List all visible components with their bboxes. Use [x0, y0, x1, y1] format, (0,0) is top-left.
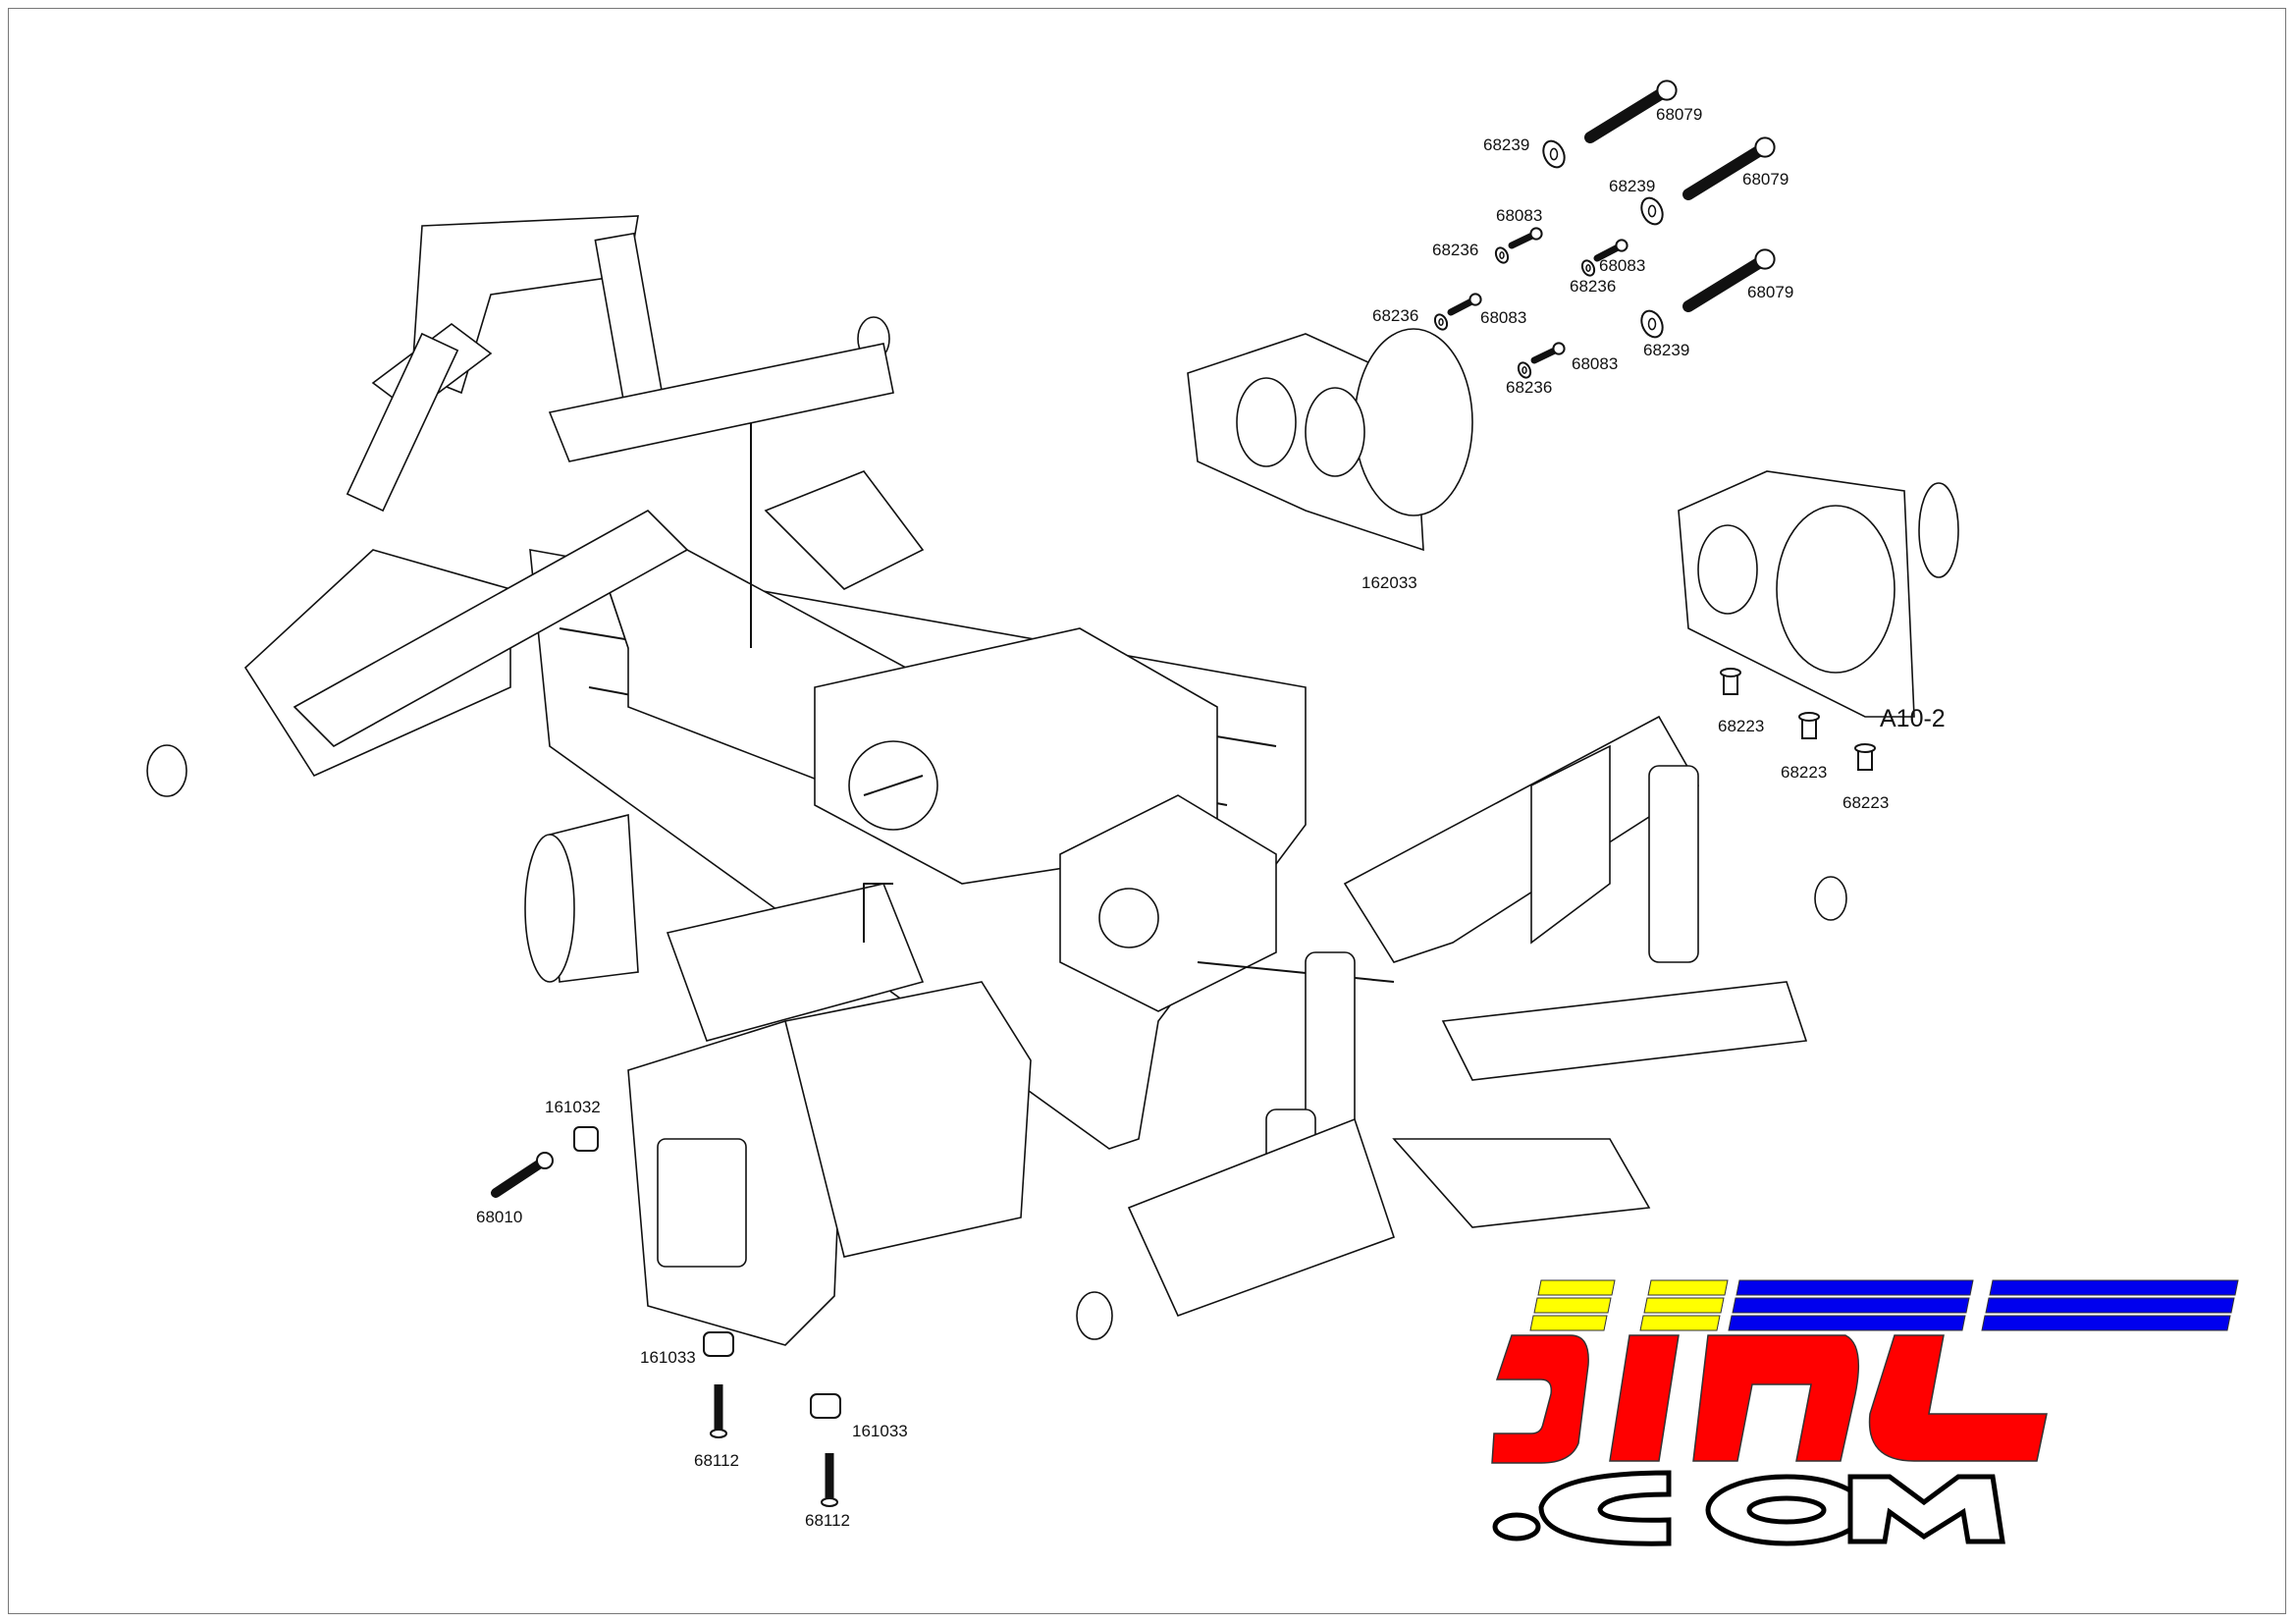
fuel-tank [814, 627, 1218, 885]
logo-stripe [1537, 1279, 1616, 1296]
part-number-label: 161032 [545, 1098, 601, 1116]
hardware-parts [491, 80, 1876, 1507]
screw-head [1720, 668, 1741, 677]
logo-stripe [1735, 1279, 1974, 1296]
part-number-label: 68239 [1609, 177, 1656, 195]
part-number-label: 68083 [1599, 256, 1646, 275]
logo-stripe [1533, 1297, 1612, 1314]
bolt-head [1529, 227, 1543, 241]
part-number-label: 68236 [1570, 277, 1617, 296]
part-number-label: 68239 [1643, 341, 1690, 359]
washer-hole [1522, 366, 1527, 374]
part-number-label: 68223 [1842, 793, 1890, 812]
engine [524, 813, 1032, 1346]
bolt-head [710, 1429, 727, 1438]
assembly-label: A10-2 [1880, 705, 1946, 732]
part-number-label: 68236 [1432, 241, 1479, 259]
washer-hole [1647, 204, 1657, 218]
washer-hole [1585, 264, 1591, 272]
bolt-head [1615, 239, 1629, 252]
washer [1580, 259, 1596, 277]
washer [1517, 361, 1532, 379]
part-number-label: 68223 [1781, 763, 1828, 782]
logo-stripe [1643, 1297, 1725, 1314]
washer [1433, 313, 1449, 331]
spacer [573, 1126, 599, 1152]
part-number-label: 68079 [1742, 170, 1789, 189]
part-number-label: 68236 [1506, 378, 1553, 397]
part-number-label: 68239 [1483, 135, 1530, 154]
bolt-head [821, 1497, 838, 1507]
part-number-label: 161033 [640, 1348, 696, 1367]
clutch-housing [1187, 328, 1473, 552]
part-number-label: 68112 [805, 1511, 851, 1530]
logo-stripe [1981, 1315, 2231, 1331]
part-number-label: 68079 [1656, 105, 1703, 124]
clutch-assembly-a10-2 [1678, 470, 1959, 718]
bolt [1584, 84, 1673, 143]
screw-head [1854, 743, 1876, 753]
spacer [810, 1393, 841, 1419]
screw-head [1798, 712, 1820, 722]
bolt-head [1468, 293, 1482, 306]
logo-stripe [1639, 1315, 1721, 1331]
bolt-head [536, 1152, 554, 1169]
front-suspension [146, 215, 894, 797]
washer [1494, 246, 1510, 264]
washer-hole [1647, 317, 1657, 331]
part-number-label: 68112 [694, 1451, 740, 1470]
logo-stripe [1529, 1315, 1608, 1331]
bolt [491, 1156, 550, 1198]
bolt [1682, 253, 1771, 312]
washer-hole [1499, 251, 1505, 259]
part-number-label: 68083 [1480, 308, 1527, 327]
bolt-head [1552, 342, 1566, 355]
washer-hole [1549, 147, 1559, 161]
logo [1491, 1279, 2239, 1546]
part-number-label: 68083 [1496, 206, 1543, 225]
spacer [703, 1331, 734, 1357]
part-number-label: 68079 [1747, 283, 1794, 301]
part-number-label: 161033 [852, 1422, 908, 1440]
part-number-label: 68223 [1718, 717, 1765, 735]
rear-suspension [1076, 715, 1847, 1340]
bolt-head [1754, 136, 1776, 158]
bolt-head [1754, 248, 1776, 270]
part-number-label: 68236 [1372, 306, 1419, 325]
washer [1640, 196, 1664, 226]
logo-stripe [1728, 1315, 1966, 1331]
bolt [1682, 141, 1771, 200]
washer [1640, 309, 1664, 339]
part-number-label: 68083 [1572, 354, 1619, 373]
logo-stripe [1989, 1279, 2239, 1296]
page-border [8, 8, 2286, 1614]
logo-stripe [1732, 1297, 1970, 1314]
logo-stripe [1985, 1297, 2235, 1314]
washer-hole [1438, 318, 1444, 326]
washer [1542, 139, 1566, 169]
logo-stripe [1647, 1279, 1729, 1296]
center-differential [1059, 794, 1395, 1012]
part-number-label: 68010 [476, 1208, 523, 1226]
bolt-head [1656, 80, 1678, 101]
part-number-label: 162033 [1362, 573, 1417, 592]
